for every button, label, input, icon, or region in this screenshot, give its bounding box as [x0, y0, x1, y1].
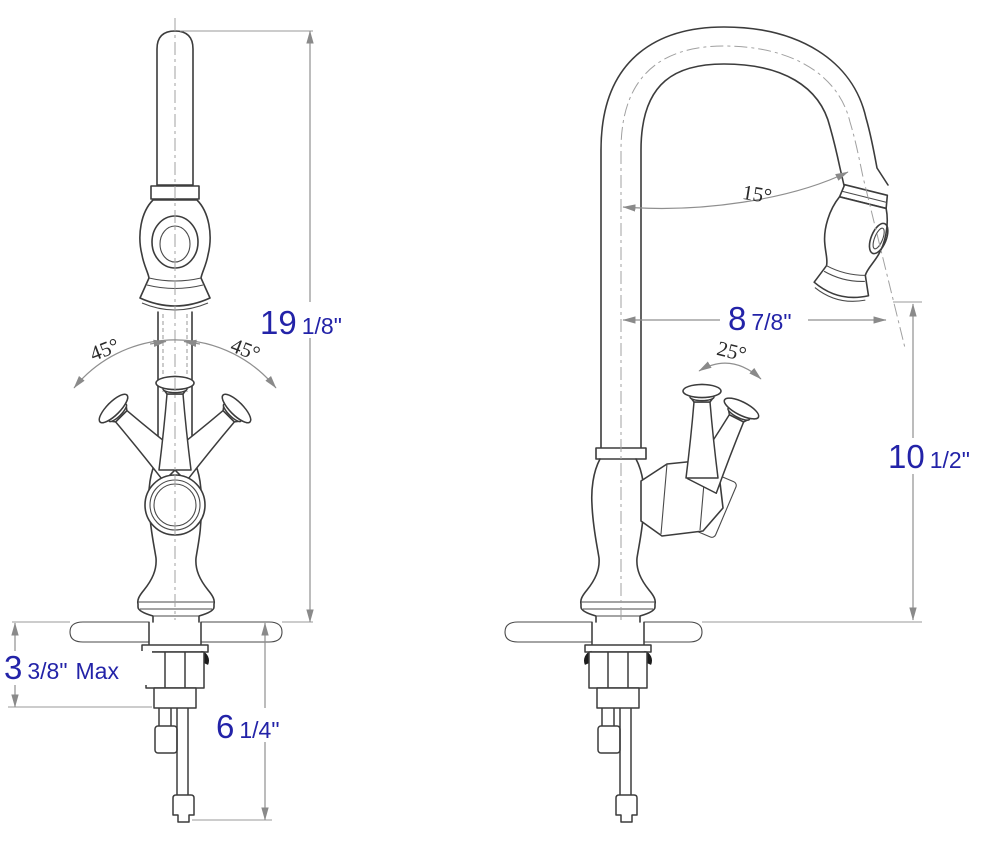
extension-lines	[8, 30, 922, 821]
angle-swing-left-label: 45°	[86, 333, 122, 366]
spray-button-side	[868, 222, 889, 255]
arc-swing-45	[73, 339, 277, 389]
deck-hatch-left	[504, 621, 593, 643]
countertop-side	[504, 621, 703, 643]
deck-hatch-left	[69, 621, 150, 643]
spray-button-side-inner	[872, 227, 885, 250]
angle-spout-tilt-label: 15°	[741, 180, 774, 208]
handle-side	[682, 383, 722, 479]
centerlines	[174, 18, 906, 620]
under-counter-hardware-side	[585, 622, 651, 822]
spray-head-side	[813, 183, 889, 302]
centerline-side	[620, 45, 906, 620]
deck-hatch-right	[643, 621, 703, 643]
front-view	[69, 30, 283, 822]
deck-hatch-right	[200, 621, 283, 643]
arc-handle-tilt-25	[698, 361, 762, 380]
arc-spout-tilt-15	[622, 171, 849, 212]
gooseneck-spout	[600, 26, 889, 449]
arc-swing-center-arrow-right	[183, 339, 201, 348]
arc-swing-center-arrow-left	[149, 339, 167, 348]
countertop-front	[69, 621, 283, 643]
angle-handle-tilt-label: 25°	[715, 336, 749, 366]
side-view	[504, 26, 889, 822]
